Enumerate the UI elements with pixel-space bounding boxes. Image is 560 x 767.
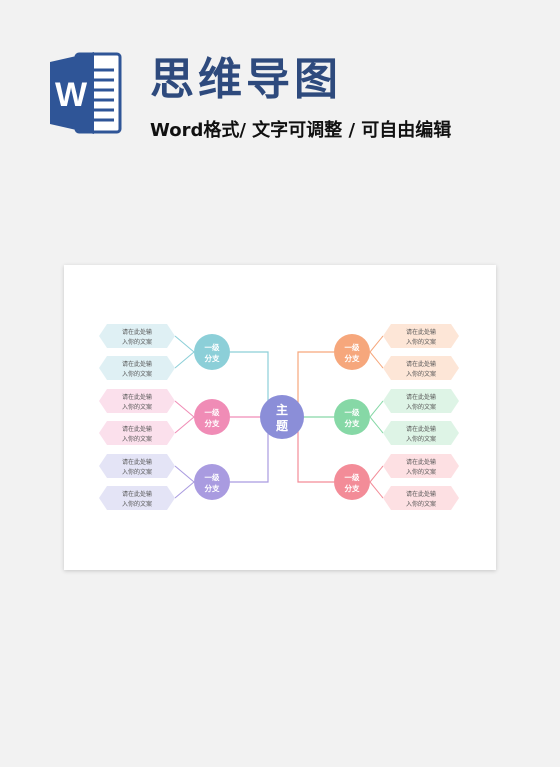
leaf-label: 入你的文案: [406, 338, 436, 346]
branch-node: [334, 464, 370, 500]
leaf-label: 请在此处输: [406, 425, 436, 433]
leaf-connector: [174, 481, 195, 499]
branch-connector: [297, 351, 334, 417]
center-topic: [260, 395, 304, 439]
leaf-node: [99, 486, 175, 510]
leaf-connector: [369, 416, 384, 434]
word-logo-letter: W: [55, 76, 88, 114]
leaf-label: 请在此处输: [122, 458, 152, 466]
leaf-node: [99, 421, 175, 445]
branch-label: 一级: [205, 407, 220, 417]
leaf-label: 入你的文案: [122, 500, 152, 508]
branch-label: 分支: [205, 483, 220, 493]
branch-label: 一级: [345, 342, 360, 352]
branch-connector: [297, 417, 334, 483]
leaf-label: 入你的文案: [406, 370, 436, 378]
branch-label: 一级: [345, 472, 360, 482]
leaf-label: 入你的文案: [406, 435, 436, 443]
branch-node: [194, 334, 230, 370]
document-page: 主题一级分支请在此处输入你的文案请在此处输入你的文案一级分支请在此处输入你的文案…: [64, 265, 496, 570]
leaf-label: 请在此处输: [122, 425, 152, 433]
leaf-label: 入你的文案: [122, 403, 152, 411]
leaf-label: 入你的文案: [122, 338, 152, 346]
branch-node: [194, 399, 230, 435]
leaf-label: 入你的文案: [122, 468, 152, 476]
branch-label: 一级: [345, 407, 360, 417]
leaf-label: 入你的文案: [406, 468, 436, 476]
branch-connector: [230, 417, 269, 483]
leaf-label: 入你的文案: [406, 403, 436, 411]
mind-map: 主题一级分支请在此处输入你的文案请在此处输入你的文案一级分支请在此处输入你的文案…: [99, 324, 459, 510]
leaf-label: 请在此处输: [406, 393, 436, 401]
leaf-label: 请在此处输: [406, 490, 436, 498]
leaf-label: 入你的文案: [122, 370, 152, 378]
leaf-node: [383, 454, 459, 478]
center-topic-label: 题: [276, 419, 289, 433]
branch-label: 一级: [205, 472, 220, 482]
center-topic-label: 主: [276, 402, 288, 417]
leaf-node: [383, 389, 459, 413]
branch-node: [194, 464, 230, 500]
leaf-connector: [174, 416, 195, 434]
branch-label: 分支: [205, 418, 220, 428]
leaf-node: [99, 324, 175, 348]
branch-label: 分支: [205, 353, 220, 363]
leaf-connector: [369, 465, 384, 483]
leaf-connector: [174, 335, 195, 353]
branch-label: 一级: [205, 342, 220, 352]
leaf-label: 请在此处输: [122, 393, 152, 401]
leaf-label: 入你的文案: [122, 435, 152, 443]
leaf-connector: [369, 400, 384, 418]
leaf-node: [383, 356, 459, 380]
leaf-connector: [174, 400, 195, 418]
leaf-label: 请在此处输: [406, 328, 436, 336]
leaf-label: 请在此处输: [122, 360, 152, 368]
leaf-node: [99, 454, 175, 478]
leaf-node: [383, 324, 459, 348]
leaf-label: 请在此处输: [406, 458, 436, 466]
leaf-node: [383, 486, 459, 510]
leaf-node: [99, 356, 175, 380]
leaf-label: 请在此处输: [122, 490, 152, 498]
word-icon: W: [50, 52, 122, 134]
branch-label: 分支: [345, 353, 360, 363]
leaf-label: 请在此处输: [122, 328, 152, 336]
page-subtitle: Word格式/ 文字可调整 / 可自由编辑: [150, 120, 452, 141]
branch-node: [334, 334, 370, 370]
leaf-connector: [369, 335, 384, 353]
header: W 思维导图 Word格式/ 文字可调整 / 可自由编辑: [0, 0, 560, 170]
branch-label: 分支: [345, 483, 360, 493]
leaf-connector: [369, 351, 384, 369]
leaf-connector: [174, 351, 195, 369]
leaf-label: 请在此处输: [406, 360, 436, 368]
leaf-node: [383, 421, 459, 445]
leaf-node: [99, 389, 175, 413]
leaf-connector: [369, 481, 384, 499]
branch-connector: [230, 351, 269, 417]
branch-label: 分支: [345, 418, 360, 428]
leaf-connector: [174, 465, 195, 483]
page-title: 思维导图: [150, 54, 342, 105]
branch-node: [334, 399, 370, 435]
leaf-label: 入你的文案: [406, 500, 436, 508]
